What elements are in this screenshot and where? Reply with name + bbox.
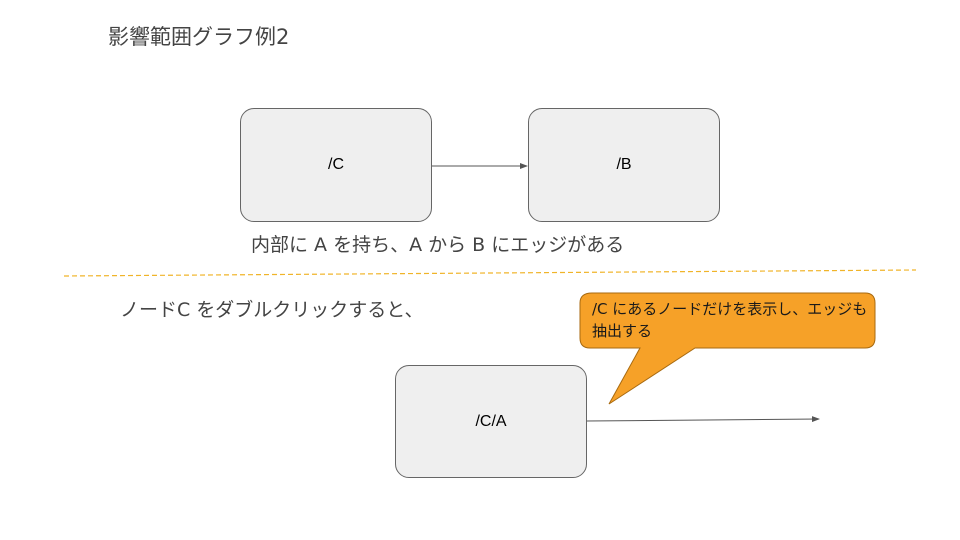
top-caption: 内部に A を持ち、A から B にエッジがある (251, 234, 625, 256)
callout-shape (579, 292, 876, 405)
node-b[interactable]: /B (528, 108, 720, 222)
node-b-label: /B (616, 156, 632, 173)
node-ca-label: /C/A (475, 412, 507, 430)
callout-text: /C にあるノードだけを表示し、エッジも抽出する (592, 300, 868, 340)
node-c[interactable]: /C (240, 108, 432, 222)
node-ca[interactable]: /C/A (395, 365, 587, 478)
node-c-label: /C (328, 156, 344, 173)
bottom-caption: ノードC をダブルクリックすると、 (120, 299, 424, 321)
edge-ca-outgoing (585, 416, 820, 423)
section-divider (63, 269, 917, 277)
page-title: 影響範囲グラフ例2 (108, 25, 290, 49)
